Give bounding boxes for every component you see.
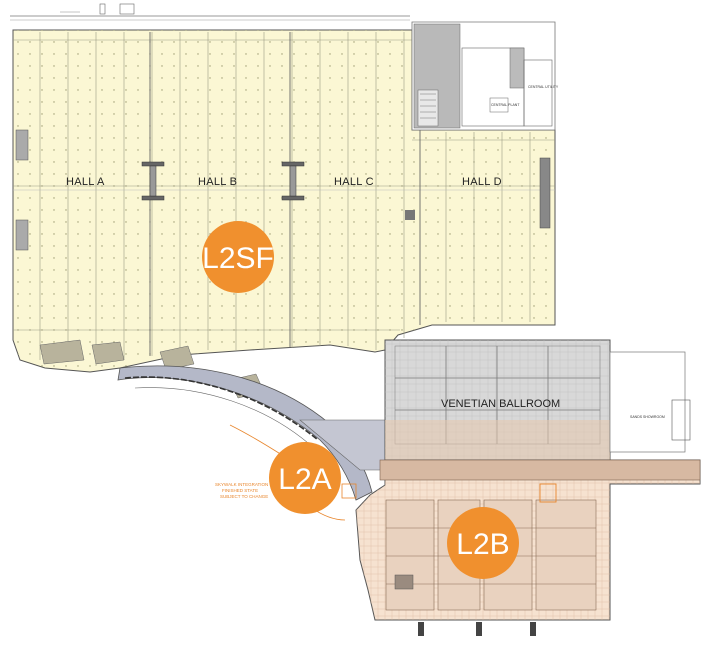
note-line-2: FINISHED STATE: [222, 488, 258, 493]
zone-badge-l2b: L2B: [447, 507, 519, 579]
hall-d-label: HALL D: [462, 176, 502, 188]
zone-l2sf-label: L2SF: [202, 242, 274, 275]
central-utility-area: CENTRAL UTILITY CENTRAL PLANT: [411, 21, 559, 131]
zone-l2a-label: L2A: [278, 463, 331, 496]
hall-a-label: HALL A: [66, 176, 105, 188]
expo-halls-area: [12, 29, 556, 399]
venetian-ballroom: SANDS SHOWROOM: [384, 339, 691, 461]
central-utility-label: CENTRAL UTILITY: [528, 85, 559, 89]
ballroom-label: VENETIAN BALLROOM: [441, 398, 560, 410]
note-line-3: SUBJECT TO CHANGE: [220, 494, 268, 499]
top-boundary: [10, 3, 410, 21]
zone-badge-l2a: L2A: [269, 442, 341, 514]
hall-b-label: HALL B: [198, 176, 237, 188]
skywalk-walkway: SKYWALK INTEGRATION FINISHED STATE SUBJE…: [117, 365, 386, 521]
zone-badge-l2sf: L2SF: [202, 221, 274, 293]
note-line-1: SKYWALK INTEGRATION: [215, 482, 268, 487]
sands-showroom-label: SANDS SHOWROOM: [630, 415, 665, 419]
zone-l2b-label: L2B: [456, 528, 509, 561]
hall-c-label: HALL C: [334, 176, 374, 188]
l2b-meeting-area: [355, 459, 701, 636]
central-plant-label: CENTRAL PLANT: [491, 103, 520, 107]
